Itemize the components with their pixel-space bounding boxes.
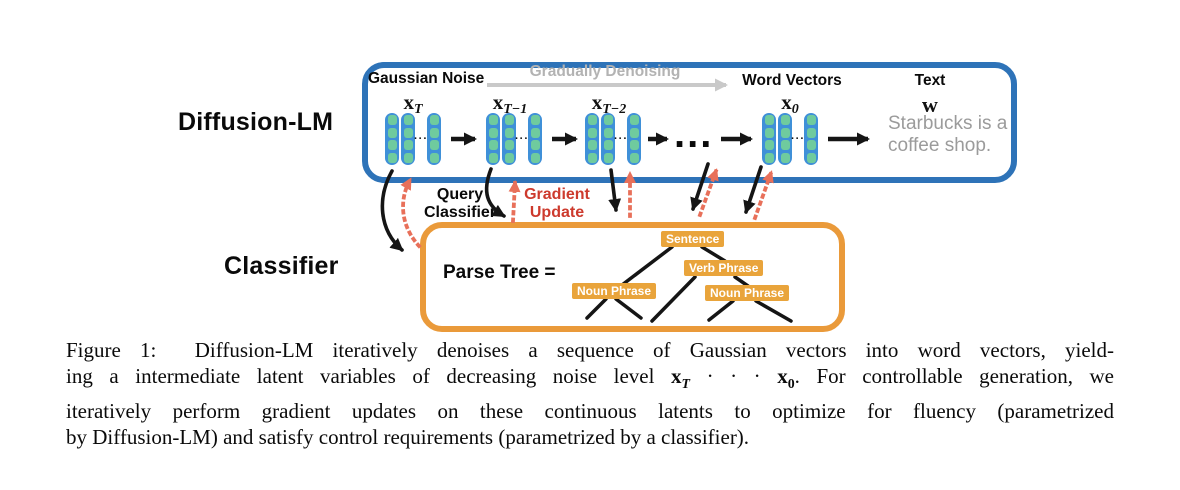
vector-pill (427, 113, 441, 165)
vector-ellipsis: ··· (614, 133, 628, 145)
parse-node-verb-phrase: Verb Phrase (684, 260, 764, 276)
vector-ellipsis: ··· (515, 133, 529, 145)
vector-pill (528, 113, 542, 165)
vector-pill (486, 113, 500, 165)
math-subscript: T (681, 376, 690, 392)
latent-label-xT: xT (385, 90, 441, 118)
query-classifier-label: Query Classifier (405, 186, 515, 221)
gradient-update-line: Update (529, 203, 585, 221)
figure-caption: Figure 1: Diffusion-LM iteratively denoi… (66, 337, 1114, 450)
word-vectors-label: Word Vectors (742, 72, 842, 89)
vector-ellipsis: ··· (791, 133, 805, 145)
chain-ellipsis: ... (674, 112, 714, 156)
sample-text-line: coffee shop. (888, 135, 992, 156)
vector-pill (804, 113, 818, 165)
math-subscript: T (413, 102, 423, 117)
caption-text-segment: ing a intermediate latent variables of d… (66, 364, 672, 389)
parse-node-noun-phrase-right: Noun Phrase (705, 285, 790, 301)
latent-label-x0: x0 (762, 90, 818, 118)
query-classifier-line: Query (436, 186, 484, 203)
caption-line-2: ing a intermediate latent variables of d… (66, 363, 1114, 397)
math-base: x (403, 90, 414, 114)
sample-text-line: Starbucks is a (888, 113, 1008, 134)
caption-line-1: Figure 1: Diffusion-LM iteratively denoi… (66, 338, 1114, 362)
caption-line-4: by Diffusion-LM) and satisfy control req… (66, 425, 750, 450)
parse-node-sentence: Sentence (661, 231, 725, 247)
math-base: x (777, 364, 788, 389)
vector-pill (385, 113, 399, 165)
query-classifier-line: Classifier (423, 203, 497, 221)
vector-ellipsis: ··· (414, 133, 428, 145)
vector-pill (762, 113, 776, 165)
math-subscript: 0 (791, 102, 799, 117)
latent-vector-group: ··· (585, 113, 641, 165)
caption-math-xT: xT (671, 364, 690, 392)
math-base: x (671, 364, 682, 389)
caption-line-3: iteratively perform gradient updates on … (66, 398, 1114, 423)
parse-node-noun-phrase-left: Noun Phrase (572, 283, 657, 299)
gradually-denoising-label: Gradually Denoising (529, 63, 681, 80)
math-base: x (781, 90, 792, 114)
vector-pill (401, 113, 415, 165)
math-base: x (492, 90, 504, 114)
vector-pill (585, 113, 599, 165)
text-header-label: Text (914, 72, 946, 89)
vector-pill (627, 113, 641, 165)
caption-math-x0: x0 (777, 364, 795, 392)
latent-vector-group: ··· (486, 113, 542, 165)
sample-text: Starbucks is a coffee shop. (888, 113, 1007, 157)
gradient-update-line: Gradient (524, 186, 590, 203)
caption-text-segment: . For controllable generation, we (794, 364, 1114, 389)
vector-pill (601, 113, 615, 165)
classifier-label: Classifier (224, 252, 339, 280)
vector-pill (778, 113, 792, 165)
math-base: x (591, 90, 603, 114)
vector-pill (502, 113, 516, 165)
math-subscript: 0 (787, 376, 795, 392)
latent-vector-group: ··· (385, 113, 441, 165)
w-symbol: w (922, 92, 938, 117)
diffusion-lm-label: Diffusion-LM (178, 108, 334, 136)
classifier-box (420, 222, 845, 332)
diffusion-lm-box (362, 62, 1017, 183)
latent-vector-group: ··· (762, 113, 818, 165)
gradient-update-label: Gradient Update (502, 186, 612, 221)
caption-text-segment: · · · (690, 364, 778, 389)
parse-tree-label: Parse Tree = (443, 262, 556, 283)
gaussian-noise-label: Gaussian Noise (368, 70, 485, 87)
